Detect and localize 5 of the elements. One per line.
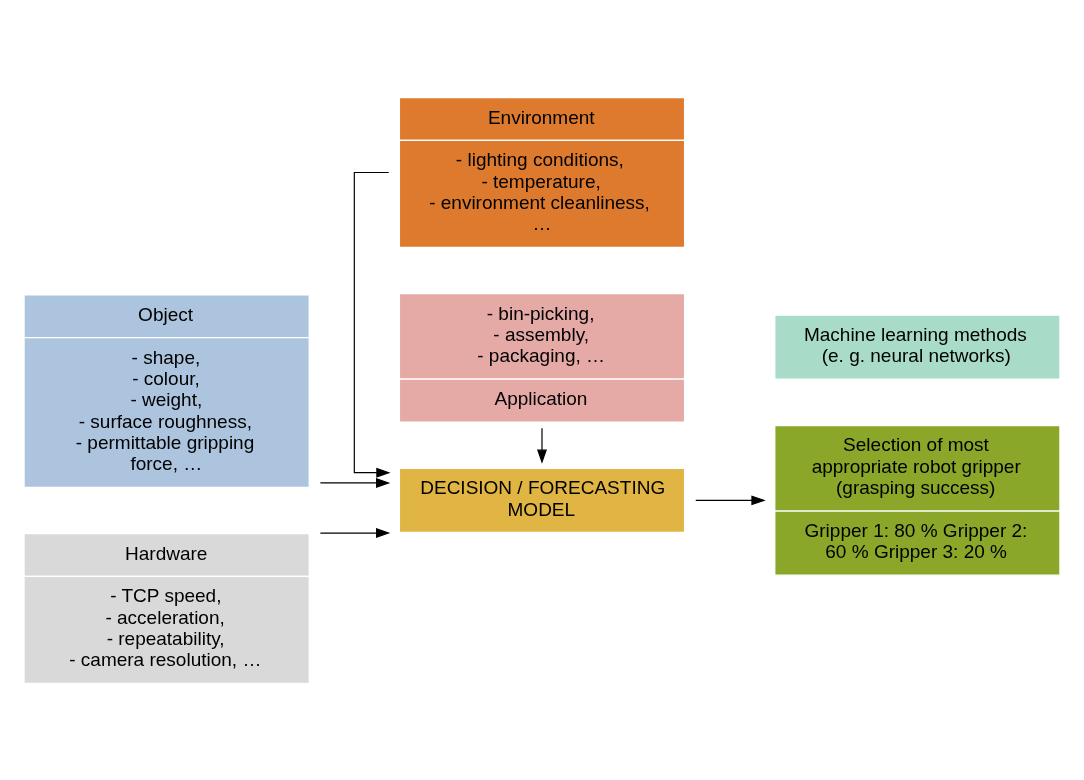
arrow (695, 494, 766, 505)
arrow (319, 477, 391, 488)
arrow (353, 171, 391, 478)
arrow (537, 427, 547, 464)
arrow (319, 527, 391, 538)
